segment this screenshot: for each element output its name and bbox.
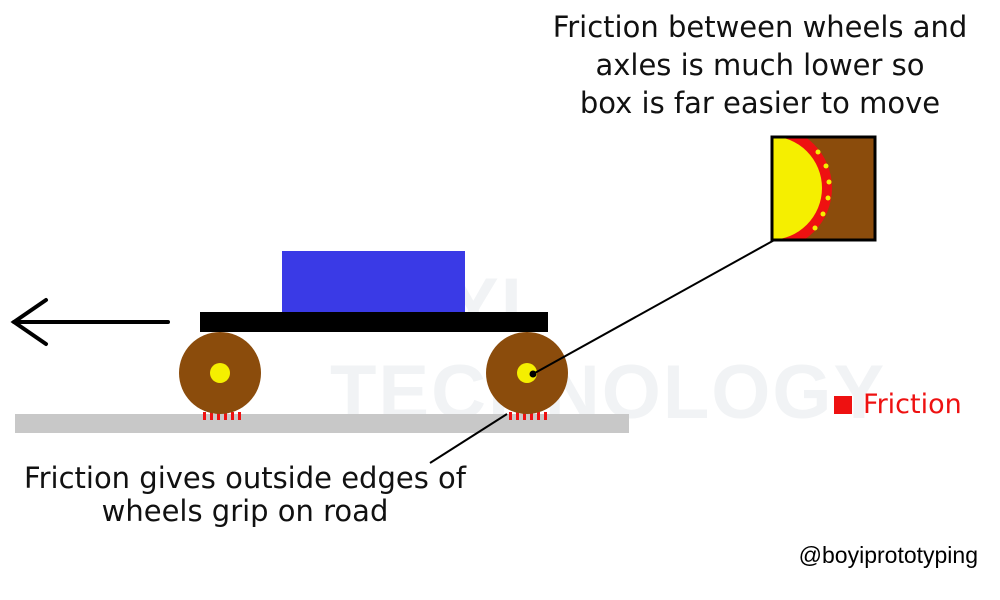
axle-friction-note: Friction between wheels and axles is muc… — [520, 8, 1000, 122]
axle-leader-line — [532, 237, 779, 375]
cart-platform — [200, 312, 548, 332]
road-friction-left — [203, 412, 241, 420]
road-note-line: wheels grip on road — [101, 494, 389, 528]
axle-note-line: Friction between wheels and — [552, 10, 968, 44]
road — [15, 414, 629, 433]
friction-legend: Friction — [834, 390, 962, 420]
road-friction-note: Friction gives outside edges of wheels g… — [0, 462, 490, 528]
credit-handle: @boyiprototyping — [798, 542, 978, 568]
axle-zoom-inset — [770, 135, 877, 242]
wheel-right — [486, 332, 568, 414]
wheel-left — [179, 332, 261, 414]
axle-note-line: box is far easier to move — [579, 86, 941, 120]
axle-right — [517, 363, 537, 383]
friction-legend-swatch — [834, 396, 852, 414]
road-friction-right — [509, 412, 547, 420]
road-note-line: Friction gives outside edges of — [24, 461, 466, 495]
axle-note-line: axles is much lower so — [595, 48, 925, 82]
road-leader-line — [429, 413, 508, 464]
friction-legend-label: Friction — [863, 389, 962, 420]
cargo-box — [282, 251, 465, 313]
arrow-left-icon — [10, 298, 170, 346]
axle-left — [210, 363, 230, 383]
